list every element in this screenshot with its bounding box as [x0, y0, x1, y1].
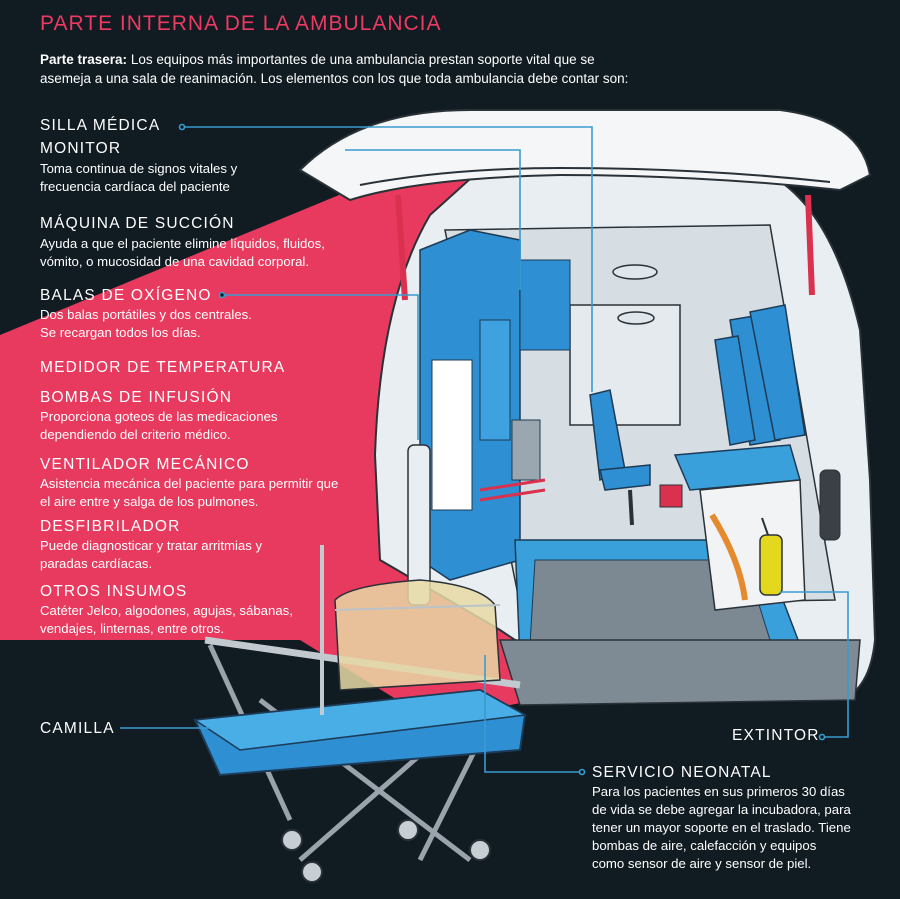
ambulance-body [298, 109, 877, 706]
intro-bold: Parte trasera: [40, 52, 128, 67]
label-otros-insumos: OTROS INSUMOS [40, 583, 188, 600]
intro-text: Los equipos más importantes de una ambul… [40, 52, 629, 86]
desc-otros-insumos: Catéter Jelco, algodones, agujas, sábana… [40, 603, 293, 636]
label-desfibrilador: DESFIBRILADOR [40, 518, 181, 535]
label-silla-medica: SILLA MÉDICA [40, 117, 161, 134]
leader-lines [182, 126, 849, 773]
label-extintor: EXTINTOR [732, 727, 820, 744]
label-maquina-succion: MÁQUINA DE SUCCIÓN [40, 215, 235, 232]
label-medidor-temperatura: MEDIDOR DE TEMPERATURA [40, 359, 286, 376]
desc-bombas-infusion: Proporciona goteos de las medicaciones d… [40, 409, 278, 442]
desc-desfibrilador: Puede diagnosticar y tratar arritmias y … [40, 538, 263, 571]
desc-ventilador-mecanico: Asistencia mecánica del paciente para pe… [40, 476, 339, 509]
desc-monitor: Toma continua de signos vitales y frecue… [40, 161, 238, 194]
label-servicio-neonatal: SERVICIO NEONATAL [592, 764, 772, 781]
label-camilla: CAMILLA [40, 720, 115, 737]
label-balas-oxigeno: BALAS DE OXÍGENO [40, 287, 212, 304]
desc-servicio-neonatal: Para los pacientes en sus primeros 30 dí… [592, 784, 851, 871]
stretcher-illustration [192, 545, 528, 883]
intro-paragraph: Parte trasera: Los equipos más important… [40, 50, 640, 88]
desc-maquina-succion: Ayuda a que el paciente elimine líquidos… [40, 236, 325, 269]
label-bombas-infusion: BOMBAS DE INFUSIÓN [40, 389, 233, 406]
leader-endpoints [178, 123, 826, 776]
page-title: PARTE INTERNA DE LA AMBULANCIA [40, 12, 442, 35]
label-monitor: MONITOR [40, 140, 122, 157]
desc-balas-oxigeno: Dos balas portátiles y dos centrales. Se… [40, 307, 252, 340]
label-ventilador-mecanico: VENTILADOR MECÁNICO [40, 456, 250, 473]
